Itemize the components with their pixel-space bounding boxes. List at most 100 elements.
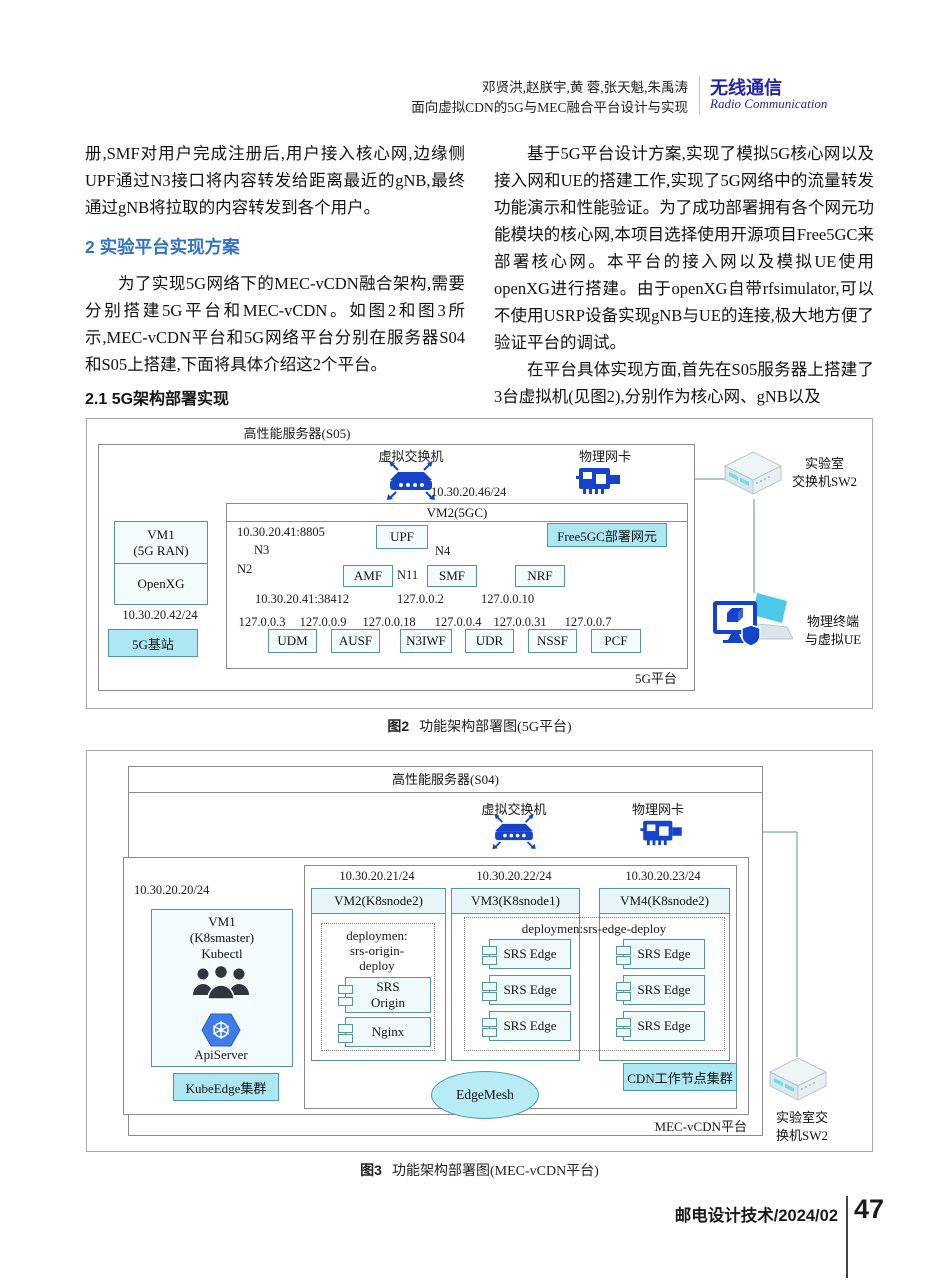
fig3-srs-edge-box: SRS Edge [482, 1011, 571, 1041]
fig3-vm3-title: VM3(K8snode1) [452, 889, 579, 914]
fig2-nf-box-udm: UDM [268, 629, 317, 653]
fig3-srs-edge-box: SRS Edge [482, 939, 571, 969]
fig3-vm3-ip: 10.30.20.22/24 [476, 869, 552, 883]
fig3-srs-edge-label: SRS Edge [503, 946, 557, 961]
right-paragraph-1: 基于5G平台设计方案,实现了模拟5G核心网以及接入网和UE的搭建工作,实现了5G… [494, 144, 874, 352]
fig2-basestation-box: 5G基站 [108, 629, 198, 657]
fig3-cdn-cluster-box: CDN工作节点集群 [623, 1063, 737, 1091]
fig2-vm1-box: VM1 (5G RAN) OpenXG [114, 521, 208, 605]
fig3-vm2-title: VM2(K8snode2) [312, 889, 445, 914]
fig2-nf-box-n3iwf: N3IWF [400, 629, 452, 653]
right-paragraph-2: 在平台具体实现方面,首先在S05服务器上搭建了3台虚拟机(见图2),分别作为核心… [494, 360, 874, 406]
fig3-vm4-ip: 10.30.20.23/24 [625, 869, 701, 883]
footer-page-number: 47 [854, 1194, 885, 1224]
fig3-srs-edge-box: SRS Edge [616, 939, 705, 969]
fig3-server-label: 高性能服务器(S04) [129, 767, 762, 793]
fig2-vm1-role: (5G RAN) [133, 542, 189, 558]
fig2-vm1-ip: 10.30.20.42/24 [122, 608, 198, 622]
fig3-lab-switch-label-line2: 换机SW2 [775, 1128, 828, 1143]
fig2-nf-box-pcf: PCF [591, 629, 641, 653]
fig3-vm1-role: (K8smaster) [189, 930, 255, 945]
fig2-upf-label: UPF [390, 529, 414, 544]
fig3-srs-origin-line1: SRS [376, 979, 400, 994]
kubernetes-apiserver-icon [201, 1013, 241, 1047]
fig2-loopback-ip: 127.0.0.4 [434, 615, 482, 629]
fig3-srs-edge-box: SRS Edge [616, 1011, 705, 1041]
fig2-server-label: 高性能服务器(S05) [243, 426, 351, 441]
fig2-terminal-label-line2: 与虚拟UE [804, 632, 862, 647]
header-column-en: Radio Communication [710, 96, 828, 111]
footer-divider [846, 1196, 848, 1278]
fig2-loopback-ip: 127.0.0.18 [362, 615, 416, 629]
fig2-nf-box-udr: UDR [465, 629, 514, 653]
fig2-nrf-label: NRF [527, 568, 553, 583]
figure3-frame: 高性能服务器(S04) 虚拟交换机 物理网卡 [86, 750, 873, 1152]
fig3-srs-origin-box: SRS Origin [338, 977, 431, 1013]
fig3-platform-label: MEC-vCDN平台 [654, 1119, 747, 1134]
fig2-loopback-ip: 127.0.0.7 [564, 615, 612, 629]
left-paragraph-1: 册,SMF对用户完成注册后,用户接入核心网,边缘侧UPF通过N3接口将内容转发给… [85, 144, 465, 217]
fig3-vswitch-label: 虚拟交换机 [481, 802, 547, 817]
fig2-nf-label: PCF [604, 633, 628, 648]
fig2-lab-switch-label: 实验室 交换机SW2 [777, 455, 872, 491]
physical-nic-icon [576, 468, 620, 494]
fig3-kubeedge-box: KubeEdge集群 [173, 1073, 279, 1101]
fig2-nf-label: NSSF [536, 633, 569, 648]
virtual-switch-icon [492, 814, 536, 850]
figure2-caption-text: 功能架构部署图(5G平台) [419, 720, 572, 735]
fig3-apiserver-label: ApiServer [194, 1047, 248, 1062]
fig3-srs-edge-label: SRS Edge [637, 1018, 691, 1033]
fig2-basestation-label: 5G基站 [132, 636, 174, 652]
fig3-srs-edge-label: SRS Edge [637, 982, 691, 997]
fig2-nf-label: N3IWF [406, 633, 446, 648]
fig3-origin-deploy-box [321, 923, 435, 1051]
fig2-nf-box-nssf: NSSF [528, 629, 577, 653]
fig3-nginx-box: Nginx [338, 1017, 431, 1047]
figure3-caption-text: 功能架构部署图(MEC-vCDN平台) [391, 1164, 599, 1179]
fig3-origin-deploy-line2: srs-origin- [349, 943, 405, 958]
fig2-vswitch-label: 虚拟交换机 [378, 449, 444, 464]
fig2-smf-label: SMF [438, 568, 466, 583]
physical-nic-icon [640, 820, 682, 846]
fig3-nic-label: 物理网卡 [631, 802, 684, 817]
fig2-vm2-title: VM2(5GC) [227, 504, 687, 522]
fig2-lab-switch-label-line2: 交换机SW2 [791, 474, 857, 489]
fig2-vswitch-ip: 10.30.20.46/24 [431, 485, 507, 499]
fig2-loopback-ip: 127.0.0.9 [299, 615, 347, 629]
fig2-nic-label: 物理网卡 [578, 449, 631, 464]
fig3-edgemesh-label: EdgeMesh [456, 1087, 514, 1102]
fig2-loopback-ip: 127.0.0.3 [238, 615, 286, 629]
left-paragraph-2: 为了实现5G网络下的MEC-vCDN融合架构,需要分别搭建5G平台和MEC-vC… [85, 274, 465, 374]
fig3-srs-edge-box: SRS Edge [482, 975, 571, 1005]
fig2-vm1-top-cell: VM1 (5G RAN) [115, 522, 207, 564]
fig2-amf-ip: 10.30.20.41:38412 [255, 592, 350, 606]
fig2-vm1-openxg: OpenXG [137, 576, 185, 591]
fig2-platform-label: 5G平台 [635, 671, 677, 686]
fig3-vm2-ip: 10.30.20.21/24 [339, 869, 415, 883]
fig2-terminal-label-line1: 物理终端 [806, 614, 859, 629]
fig3-origin-deploy-line3: deploy [359, 958, 395, 973]
fig3-vm4-title: VM4(K8snode2) [600, 889, 729, 914]
header-divider [699, 76, 700, 114]
fig3-kubeedge-label: KubeEdge集群 [185, 1080, 267, 1096]
fig2-vm1-name: VM1 [147, 526, 175, 542]
fig3-nginx-label: Nginx [371, 1024, 405, 1039]
fig2-amf-label: AMF [353, 568, 383, 583]
fig2-upf-box: UPF [376, 525, 428, 549]
fig3-edge-deploy-box [464, 917, 725, 1051]
fig3-vm1-kubectl: Kubectl [201, 946, 243, 961]
fig2-lab-switch-label-line1: 实验室 [804, 456, 844, 471]
lab-switch-icon [723, 451, 783, 495]
fig2-amf-box: AMF [343, 565, 393, 587]
fig2-nrf-ip: 127.0.0.10 [481, 592, 535, 606]
fig2-smf-ip: 127.0.0.2 [397, 592, 444, 606]
fig3-cdn-cluster-label: CDN工作节点集群 [627, 1070, 733, 1086]
section-heading: 2 实验平台实现方案 [85, 237, 240, 257]
fig2-nrf-box: NRF [515, 565, 565, 587]
right-column: 基于5G平台设计方案,实现了模拟5G核心网以及接入网和UE的搭建工作,实现了5G… [494, 140, 874, 410]
footer-journal: 邮电设计技术/2024/02 [674, 1207, 838, 1225]
fig3-vm1-name: VM1 [208, 914, 236, 929]
fig2-n11-label: N11 [397, 568, 419, 582]
fig2-nf-box-ausf: AUSF [331, 629, 380, 653]
